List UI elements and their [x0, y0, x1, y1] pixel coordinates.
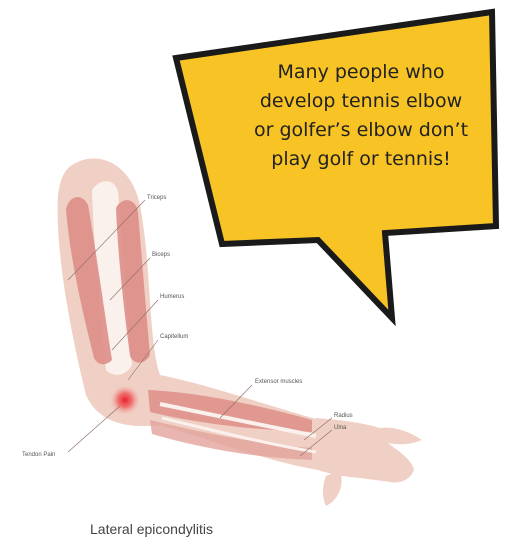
label-triceps: Triceps [147, 195, 166, 201]
bubble-line-2: develop tennis elbow [236, 87, 486, 116]
bubble-line-1: Many people who [236, 58, 486, 87]
speech-bubble-text: Many people who develop tennis elbow or … [236, 58, 486, 174]
label-ulna: Ulna [334, 425, 346, 431]
label-radius: Radius [334, 413, 353, 419]
label-tendon-pain: Tendon Pain [22, 452, 55, 458]
label-capitellum: Capitellum [160, 334, 188, 340]
bubble-line-4: play golf or tennis! [236, 145, 486, 174]
label-biceps: Biceps [152, 252, 170, 258]
bubble-line-3: or golfer’s elbow don’t [236, 116, 486, 145]
hand-skin [316, 418, 422, 483]
label-extensor-muscles: Extensor muscles [255, 379, 302, 385]
leader-tendon-pain [68, 406, 120, 452]
label-humerus: Humerus [160, 294, 184, 300]
figure-caption: Lateral epicondylitis [90, 521, 213, 537]
thumb-skin [323, 470, 342, 506]
